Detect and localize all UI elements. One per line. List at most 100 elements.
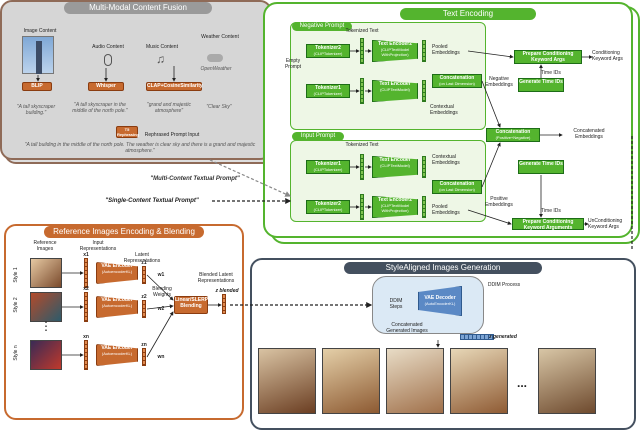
generated-image-2 (322, 348, 380, 414)
concatenation-pos-title: Concatenation (439, 181, 475, 187)
arrow-concatneg-concat (481, 80, 501, 128)
input-representations-label: Input Representations (79, 240, 117, 252)
caption-image: "A tall skyscraper building." (16, 104, 56, 116)
vae-encoder-1-title: VAE Encoder (101, 263, 133, 269)
generated-image-4 (450, 348, 508, 414)
tokenizer1-neg-sub: (CLIPTokenizer) (313, 91, 343, 96)
linear-slerp-title: Linear/SLERP Blending (175, 297, 209, 309)
tokenizer1-neg: Tokenizer1 (CLIPTokenizer) (306, 84, 350, 98)
text-encoder-pos-title: Text Encoder (379, 157, 411, 163)
style1-image (30, 258, 62, 288)
w2-label: w2 (157, 306, 165, 312)
prepare-cond-title: Prepare Conditioning Keyword Args (522, 51, 574, 63)
text-encoder-neg-sub: (CLIPTextModel) (380, 87, 410, 92)
tokenized-text-label-2: Tokenized Text (345, 142, 379, 148)
zn-stack (142, 348, 146, 366)
arrow-concatpos-concat (481, 142, 501, 188)
single-content-label: "Single-Content Textual Prompt" (105, 198, 199, 204)
tokenized-text-label-1: Tokenized Text (345, 28, 379, 34)
tokenizer2-pos: Tokenizer2 (CLIPTokenizer) (306, 200, 350, 214)
vae-decoder-title: VAE Decoder (424, 295, 456, 301)
multimodal-title: Multi-Modal Content Fusion (64, 2, 212, 14)
generate-time-ids-pos-title: Generate Time IDs (519, 161, 563, 167)
negative-prompt-title: Negative Prompt (292, 22, 352, 31)
weather-cloud-icon (207, 54, 223, 62)
prepare-cond-box: Prepare Conditioning Keyword Args (514, 50, 582, 64)
concatenation-pos-neg-title: Concatenation (495, 129, 531, 135)
vae-encoder-n-title: VAE Encoder (101, 345, 133, 351)
time-ids-label-2: Time IDs (541, 208, 561, 214)
concatenated-embeddings-label: Concatenated Embeddings (573, 128, 605, 140)
zn-label: zn (141, 342, 147, 348)
tokenizer2-pos-title: Tokenizer2 (315, 201, 341, 207)
generated-ellipsis: ... (516, 376, 527, 390)
contextual-embeddings-label-1: Contextual Embeddings (430, 104, 458, 116)
blip-box: BLIP (22, 82, 52, 91)
concatenation-pos-neg-sub: (Positive+Negative) (495, 135, 531, 140)
linear-slerp-blending: Linear/SLERP Blending (174, 296, 208, 314)
rephrased-label: Rephrased Prompt Input (144, 132, 200, 138)
x2-stack (84, 292, 88, 322)
text-encoder-neg-title: Text Encoder (379, 81, 411, 87)
neg-tokens-1 (360, 78, 364, 104)
arrow-wn (146, 311, 174, 358)
generate-time-ids-neg: Generate Time IDs (518, 78, 564, 92)
arrow-multi-prompt (209, 159, 292, 197)
pos-tokens-1 (360, 154, 364, 180)
stylen-image (30, 340, 62, 370)
empty-prompt-label: Empty Prompt (284, 58, 302, 70)
generated-image-1 (258, 348, 316, 414)
arrow-w1 (146, 274, 174, 301)
z1-label: z1 (141, 260, 147, 266)
vae-encoder-1-sub: (AutoencoderKL) (101, 269, 133, 274)
openweather-label: OpenWeather (200, 66, 232, 72)
multi-content-label: "Multi-Content Textual Prompt" (150, 176, 240, 182)
text-encoder2-pos-sub: (CLIPTextModel WithProjection) (380, 203, 410, 213)
arrow-pooled-prepare2 (467, 209, 512, 225)
text-encoder2-pos: Text Encoder2 (CLIPTextModel WithProject… (372, 196, 418, 218)
generated-image-5 (538, 348, 596, 414)
image-content-label: Image Content (23, 28, 57, 34)
cond-kw-args-label: Conditioning Keyword Args (592, 50, 623, 62)
input-prompt-title: Input Prompt (292, 132, 344, 141)
tokenizer1-neg-title: Tokenizer1 (315, 85, 341, 91)
x2-label: x2 (83, 286, 89, 292)
music-content-label: Music Content (146, 44, 178, 50)
clap-box: CLAP+CosineSimilarity (146, 82, 203, 91)
tokenizer1-pos: Tokenizer1 (CLIPTokenizer) (306, 160, 350, 174)
concatenation-neg: Concatenation (on Last Dimension) (432, 74, 482, 88)
pos-context-stack (422, 156, 426, 178)
generate-time-ids-pos: Generate Time IDs (518, 160, 564, 174)
concat-generated-label: Concatenated Generated Images (386, 322, 428, 334)
text-encoder2-neg-sub: (CLIPTextModel WithProjection) (380, 47, 410, 57)
latent-representations-label: Latent Representations (123, 252, 161, 264)
tokenizer2-neg: Tokenizer2 (CLIPTokenizer) (306, 44, 350, 58)
tokenizer1-pos-sub: (CLIPTokenizer) (313, 167, 343, 172)
contextual-embeddings-label-2: Contextual Embeddings (432, 154, 460, 166)
prepare-cond-box-2: Prepare Conditioning Keyword Arguments (512, 218, 584, 231)
wn-label: wn (157, 354, 165, 360)
reference-panel (4, 224, 244, 420)
tokenizer2-pos-sub: (CLIPTokenizer) (313, 207, 343, 212)
vae-encoder-n-sub: (AutoencoderKL) (101, 351, 133, 356)
concatenation-pos-neg: Concatenation (Positive+Negative) (486, 128, 540, 142)
neg-tokens-2 (360, 38, 364, 64)
pooled-embeddings-label-1: Pooled Embeddings (432, 44, 460, 56)
text-encoder2-neg-title: Text Encoder2 (377, 41, 413, 47)
xn-label: xn (83, 334, 89, 340)
pos-pooled-stack (422, 196, 426, 218)
tower-shape (36, 41, 42, 74)
generated-image-3 (386, 348, 444, 414)
audio-content-label: Audio Content (92, 44, 124, 50)
music-note-icon: ♫ (156, 52, 165, 66)
text-encoding-title: Text Encoding (400, 8, 536, 20)
whisper-box: Whisper (88, 82, 124, 91)
concatenation-pos-sub: (on Last Dimension) (439, 187, 475, 192)
x1-label: x1 (83, 252, 89, 258)
z1-stack (142, 266, 146, 284)
concatenation-neg-sub: (on Last Dimension) (439, 81, 475, 86)
pos-tokens-2 (360, 194, 364, 220)
neg-context-stack (422, 80, 426, 102)
reference-title: Reference Images Encoding & Blending (44, 226, 204, 238)
